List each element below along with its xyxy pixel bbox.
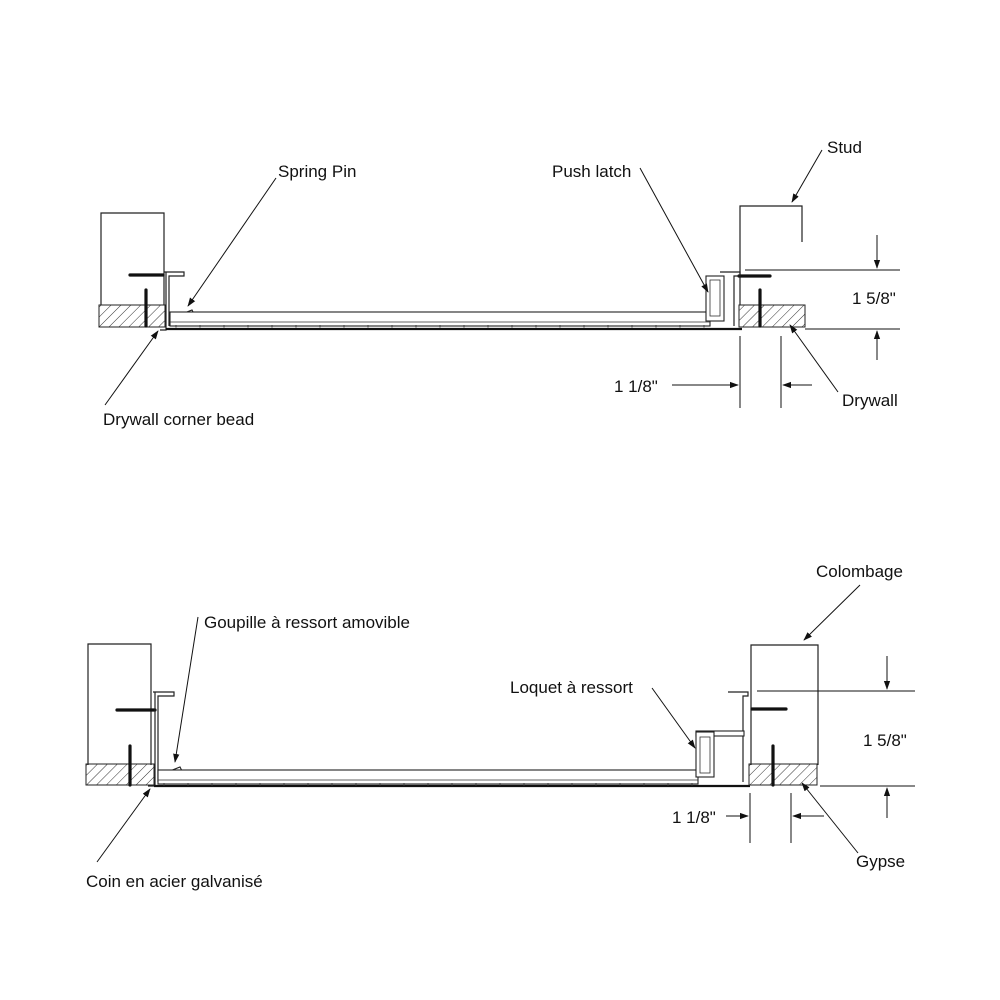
label-stud: Colombage [816,562,903,581]
right-gypsum [748,763,818,786]
spring-pin-leader [173,616,199,763]
push-latch-leader [639,167,709,293]
label-drywall: Drywall [842,391,898,410]
label-height-dimension: 1 5/8" [863,731,907,750]
left-drywall [98,304,166,328]
label-corner-bead: Drywall corner bead [103,410,254,429]
left-stud-outline [87,643,152,765]
left-frame-angle [164,271,185,326]
corner-bead-leader [104,330,159,406]
spring-latch-body [695,731,715,778]
label-height-dimension: 1 5/8" [852,289,896,308]
label-removable-spring-pin: Goupille à ressort amovible [204,613,410,632]
label-spring-latch: Loquet à ressort [510,678,633,697]
label-spring-pin: Spring Pin [278,162,356,181]
spring-latch-leader [651,687,696,749]
right-frame-angle [720,271,741,326]
right-stud-outline [750,644,819,765]
left-gypsum [85,763,155,786]
label-stud: Stud [827,138,862,157]
push-latch-body [705,275,725,322]
label-galvanized-corner: Coin en acier galvanisé [86,872,263,891]
drywall-leader [789,324,839,393]
top-panel-door [169,311,711,327]
right-stud-outline [739,205,803,305]
spring-pin-leader [187,177,277,307]
top-drawing: Spring Pin Push latch Stud 1 5/8" 1 1/8"… [98,138,900,429]
left-stud-outline [100,212,165,305]
bottom-drawing: Goupille à ressort amovible Loquet à res… [85,562,915,891]
push-latch-inner [709,279,721,317]
stud-leader [791,149,823,203]
corner-leader [96,788,151,863]
label-width-dimension: 1 1/8" [672,808,716,827]
stud-leader [803,584,861,641]
spring-latch-inner [699,736,711,774]
left-frame-angle [153,691,175,782]
right-drywall [738,304,806,328]
label-gypsum: Gypse [856,852,905,871]
label-push-latch: Push latch [552,162,631,181]
bottom-panel-door [157,769,699,785]
label-width-dimension: 1 1/8" [614,377,658,396]
gypsum-leader [801,782,859,854]
right-frame-angle [728,691,749,782]
